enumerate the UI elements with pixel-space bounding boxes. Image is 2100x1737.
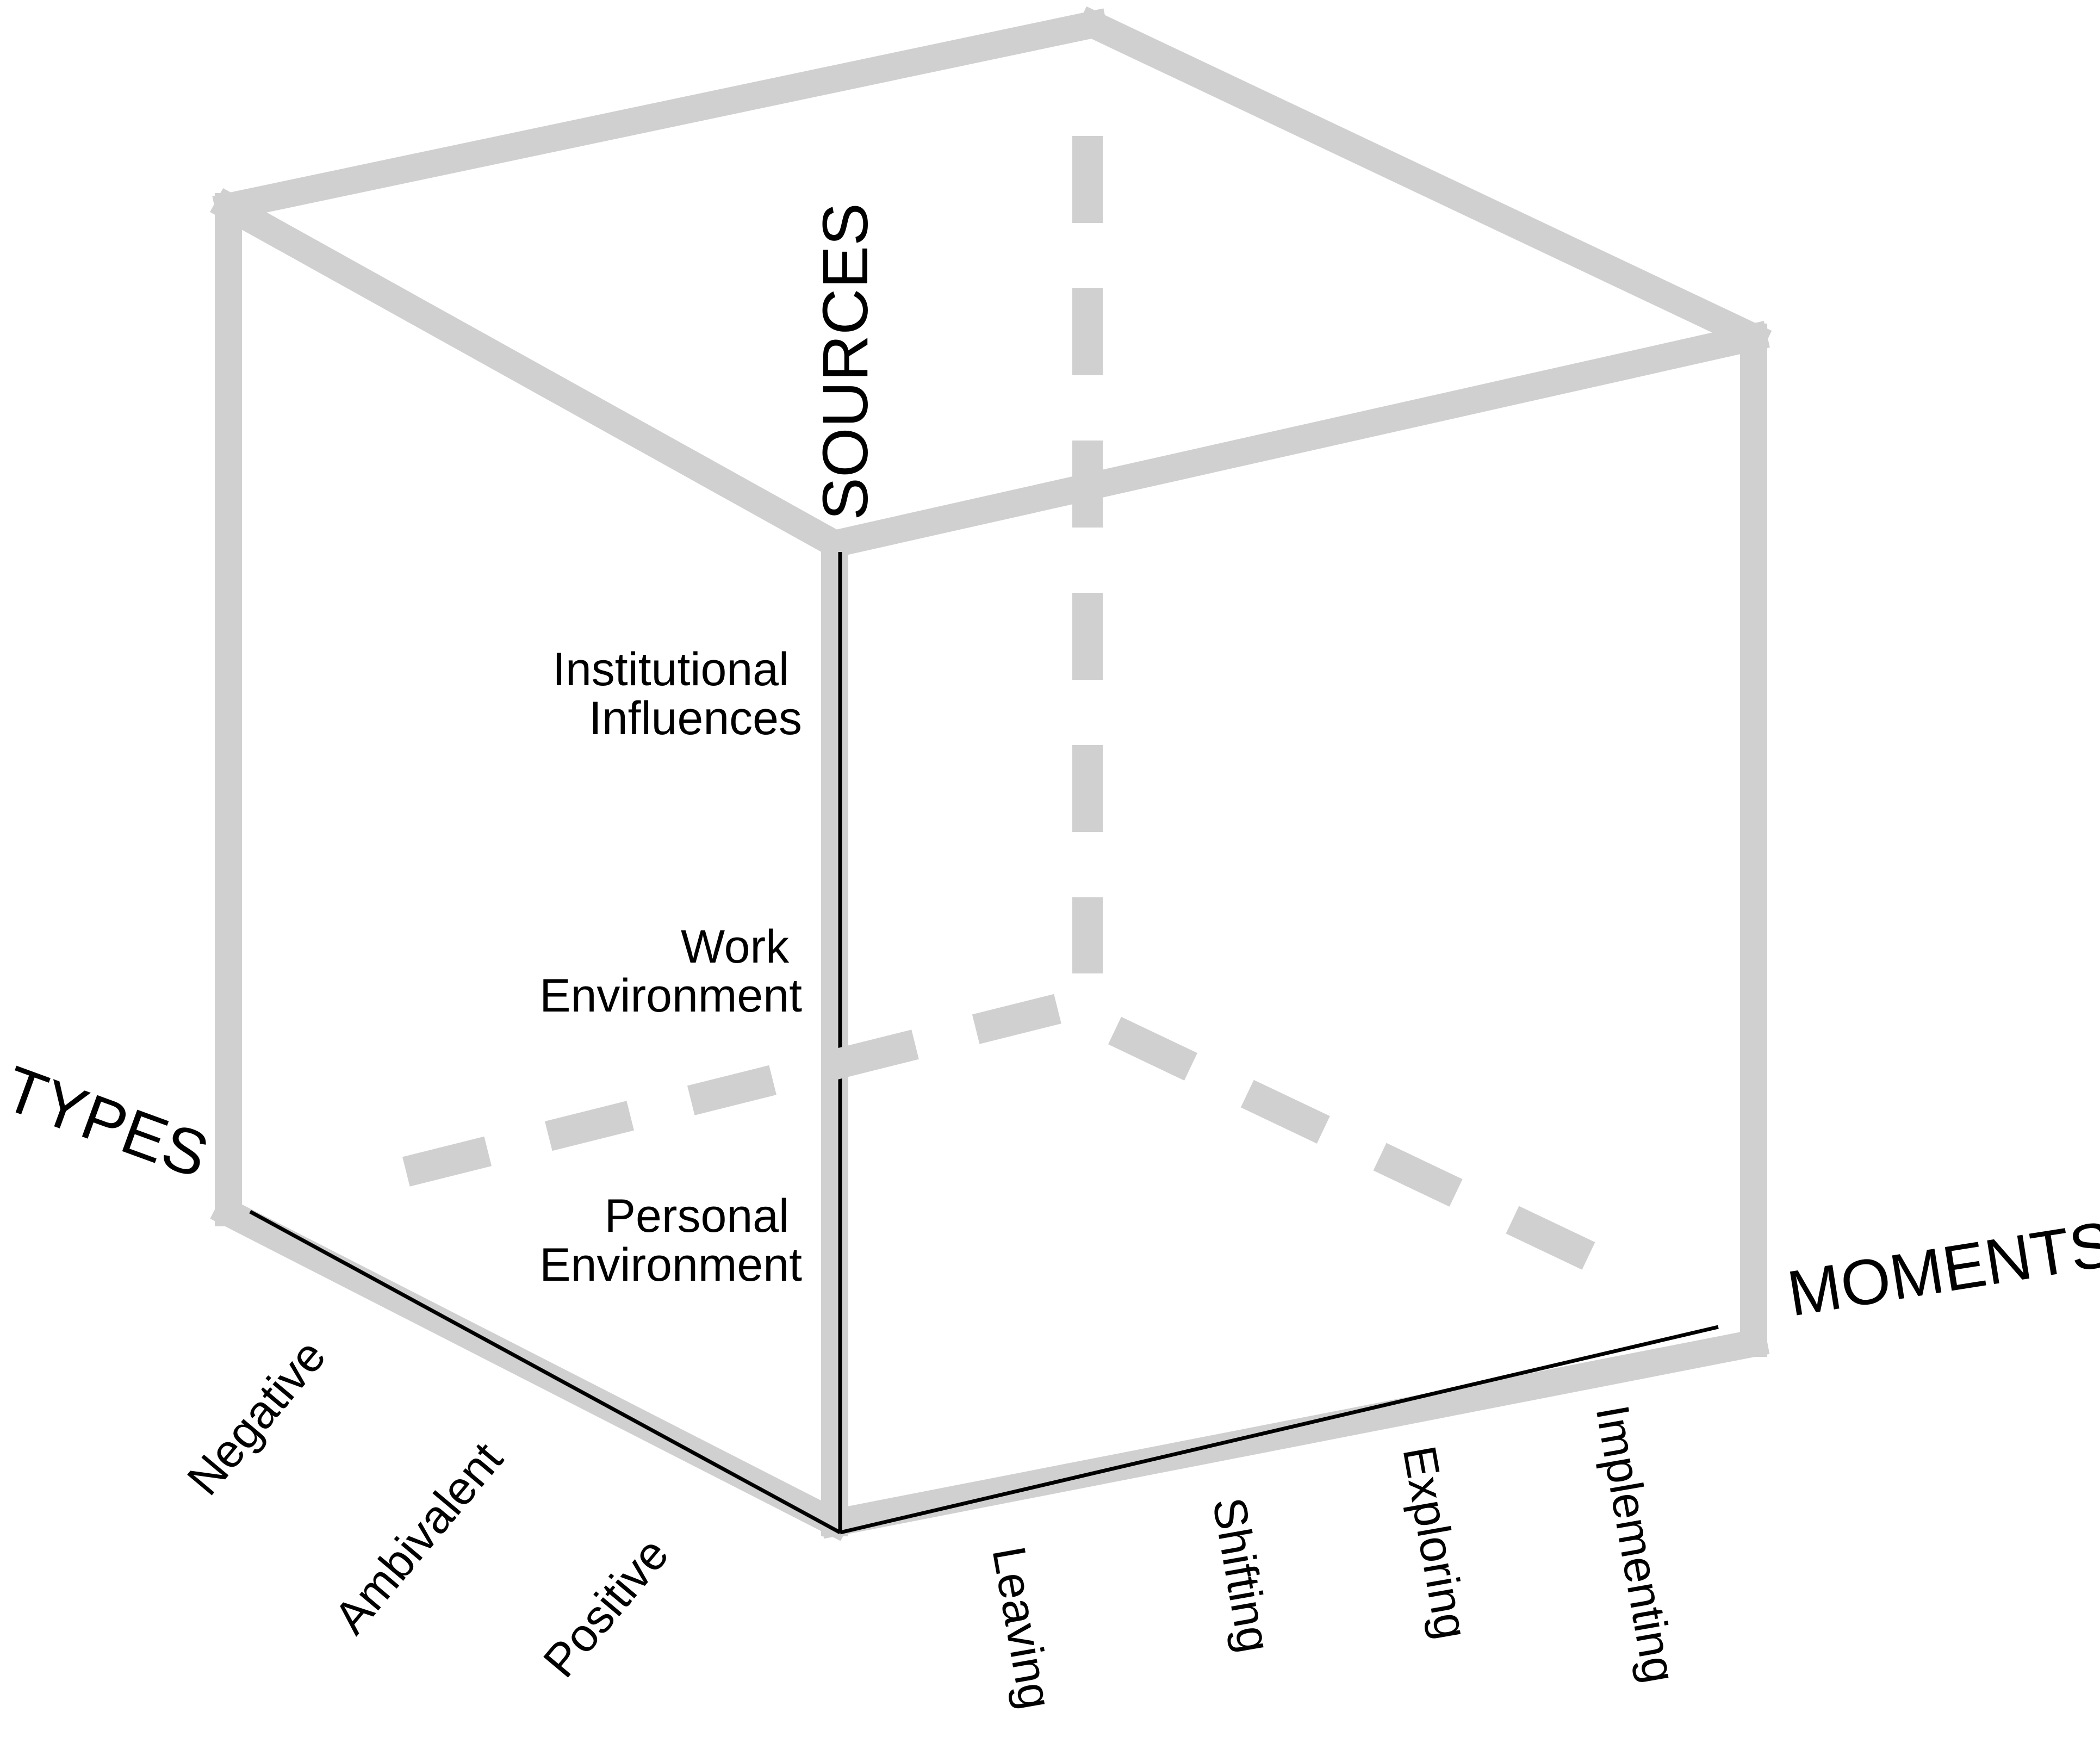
sources-levels: Institutional Influences Work Environmen… — [539, 643, 802, 1291]
types-level-negative: Negative — [177, 1330, 336, 1505]
sources-level-institutional-line1: Institutional — [552, 643, 789, 696]
hidden-axes — [380, 136, 1625, 1284]
types-level-positive: Positive — [533, 1528, 679, 1687]
edge-top-right-back — [1074, 6, 1772, 356]
types-level-ambivalent: Ambivalent — [324, 1433, 513, 1644]
moments-level-implementing: Implementing — [1586, 1401, 1686, 1687]
sources-level-institutional: Institutional Influences — [552, 643, 802, 745]
sources-level-work-line2: Environment — [539, 970, 802, 1022]
cube-frame — [210, 6, 1772, 1541]
sources-level-personal-line2: Environment — [539, 1239, 802, 1291]
moments-level-exploring: Exploring — [1393, 1442, 1478, 1643]
edge-top-left-back — [212, 8, 1109, 223]
dashed-left-axis — [380, 994, 1061, 1193]
sources-axis-title: SOURCES — [810, 203, 881, 520]
sources-level-work: Work Environment — [539, 921, 802, 1022]
cube-inner-lines — [249, 552, 1719, 1535]
edge-bottom-left — [210, 1194, 853, 1541]
types-levels: Negative Ambivalent Positive — [177, 1330, 679, 1687]
moments-levels: Leaving Shifting Exploring Implementing — [982, 1401, 1686, 1713]
sources-level-work-line1: Work — [681, 921, 790, 973]
inner-bottom-right — [840, 1325, 1719, 1535]
sources-level-institutional-line2: Influences — [589, 692, 802, 745]
inner-bottom-left — [249, 1209, 841, 1535]
sources-level-personal: Personal Environment — [539, 1190, 802, 1291]
edge-top-right-front — [818, 321, 1770, 560]
edge-bottom-right — [818, 1327, 1770, 1539]
moments-level-leaving: Leaving — [982, 1543, 1062, 1713]
dashed-right-axis — [1108, 1016, 1625, 1284]
moments-axis-title: MOMENTS — [1782, 1208, 2100, 1330]
sources-level-personal-line1: Personal — [605, 1190, 789, 1242]
edge-top-left-front — [210, 188, 853, 562]
types-axis-title: TYPES — [0, 1052, 218, 1192]
moments-level-shifting: Shifting — [1202, 1494, 1281, 1657]
